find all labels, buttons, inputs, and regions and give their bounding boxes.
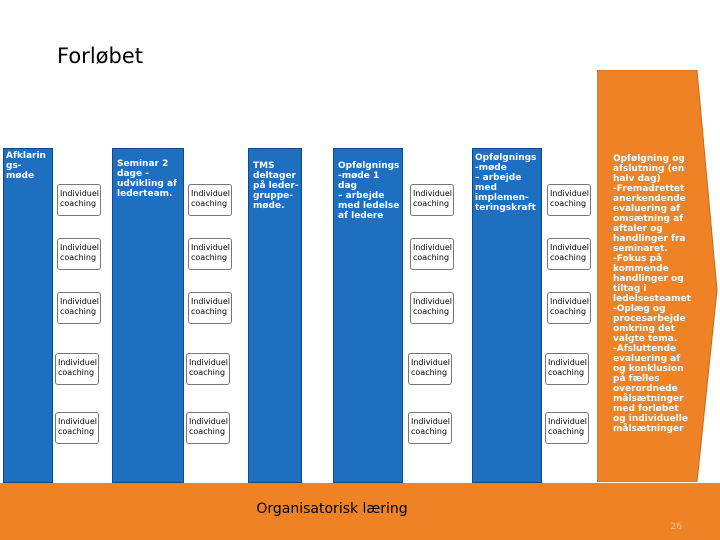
coaching-box: Individuel coaching [408, 353, 452, 385]
coaching-box: Individuel coaching [188, 184, 232, 216]
final-phase-text: Opfølgning og afslutning (en halv dag) -… [613, 154, 691, 434]
coaching-box: Individuel coaching [57, 292, 101, 324]
phase-text: TMS deltager på leder- gruppe- møde. [253, 161, 299, 211]
phase-text: Opfølgnings -møde – arbejde med implemen… [475, 153, 537, 213]
phase-text: Opfølgnings -møde 1 dag – arbejde med le… [338, 161, 400, 221]
phase-box-seminar: Seminar 2 dage - udvikling af lederteam. [112, 148, 184, 483]
coaching-box: Individuel coaching [186, 353, 230, 385]
organisational-learning-band [0, 483, 720, 540]
coaching-box: Individuel coaching [547, 238, 591, 270]
organisational-learning-label: Organisatorisk læring [256, 501, 408, 517]
phase-text: Afklarin gs- møde [6, 151, 46, 181]
coaching-box: Individuel coaching [545, 353, 589, 385]
coaching-box: Individuel coaching [57, 238, 101, 270]
phase-box-tms: TMS deltager på leder- gruppe- møde. [248, 148, 302, 483]
page-number: 26 [670, 522, 682, 532]
phase-box-opfoelgning-1: Opfølgnings -møde 1 dag – arbejde med le… [333, 148, 403, 483]
coaching-box: Individuel coaching [188, 238, 232, 270]
coaching-box: Individuel coaching [410, 238, 454, 270]
slide-title: Forløbet [57, 44, 143, 68]
coaching-box: Individuel coaching [410, 292, 454, 324]
coaching-box: Individuel coaching [408, 412, 452, 444]
coaching-box: Individuel coaching [545, 412, 589, 444]
coaching-box: Individuel coaching [57, 184, 101, 216]
coaching-box: Individuel coaching [188, 292, 232, 324]
phase-text: Seminar 2 dage - udvikling af lederteam. [117, 159, 177, 199]
phase-box-opfoelgning-2: Opfølgnings -møde – arbejde med implemen… [472, 148, 542, 483]
coaching-box: Individuel coaching [186, 412, 230, 444]
coaching-box: Individuel coaching [55, 412, 99, 444]
coaching-box: Individuel coaching [547, 292, 591, 324]
coaching-box: Individuel coaching [410, 184, 454, 216]
coaching-box: Individuel coaching [55, 353, 99, 385]
coaching-box: Individuel coaching [547, 184, 591, 216]
final-phase-arrow [597, 70, 718, 482]
phase-box-afklaringsmoede: Afklarin gs- møde [3, 148, 53, 483]
